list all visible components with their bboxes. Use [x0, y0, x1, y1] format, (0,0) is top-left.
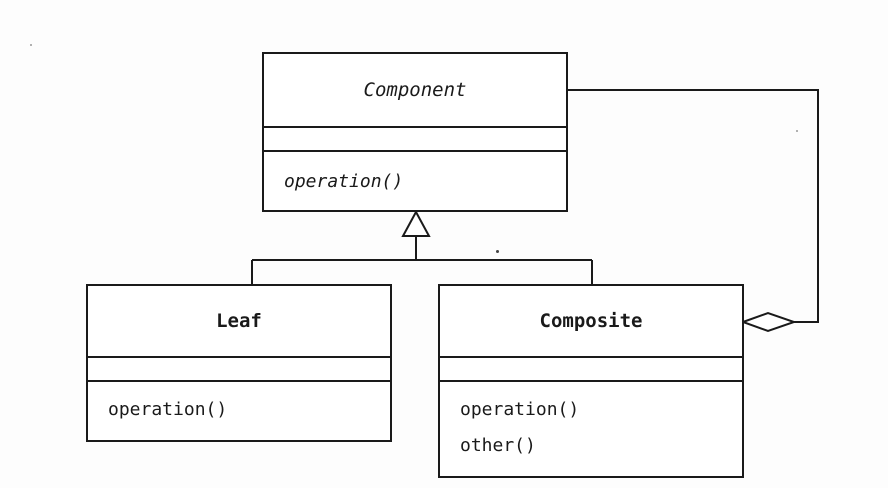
- scan-speck: [796, 130, 798, 132]
- operation-item: operation(): [108, 399, 228, 420]
- scan-speck: [30, 44, 32, 46]
- class-composite: Composite operation() other(): [438, 284, 744, 478]
- class-composite-attributes: [440, 358, 742, 382]
- operation-item: operation(): [460, 399, 580, 420]
- operation-item: operation(): [284, 171, 404, 192]
- class-component: Component operation(): [262, 52, 568, 212]
- class-leaf-name: Leaf: [88, 286, 390, 358]
- aggregation-diamond: [740, 311, 798, 333]
- class-composite-name: Composite: [440, 286, 742, 358]
- generalization-arrowhead: [401, 209, 431, 237]
- class-component-name: Component: [264, 54, 566, 128]
- class-composite-operations: operation() other(): [440, 382, 742, 476]
- class-leaf-attributes: [88, 358, 390, 382]
- class-leaf-operations: operation(): [88, 382, 390, 440]
- scan-speck: [496, 250, 499, 253]
- class-component-attributes: [264, 128, 566, 152]
- class-component-operations: operation(): [264, 152, 566, 210]
- aggregation-line: [568, 89, 819, 323]
- operation-item: other(): [460, 435, 536, 456]
- class-leaf: Leaf operation(): [86, 284, 392, 442]
